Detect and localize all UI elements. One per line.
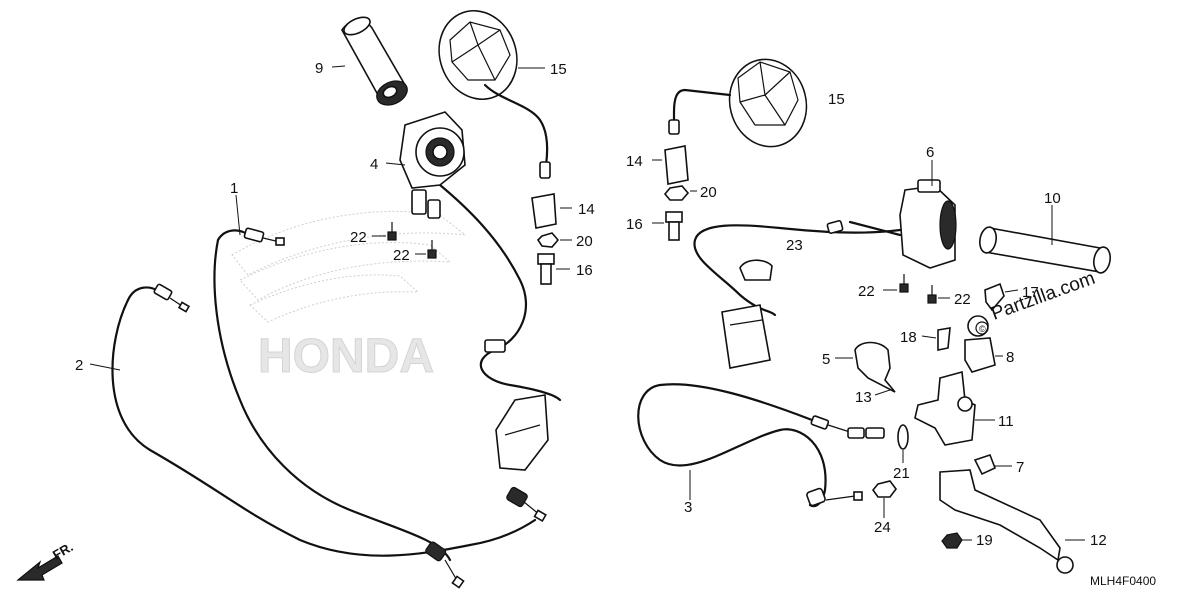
callout-16-left: 16 [576, 262, 593, 279]
callout-20-right: 20 [700, 184, 717, 201]
callout-23: 23 [786, 237, 803, 254]
lever-assembly [854, 282, 1074, 574]
callout-labels: 9 15 4 1 2 14 20 16 22 22 15 14 20 16 6 … [75, 60, 1107, 549]
part-15-right-mirror [668, 58, 808, 148]
callout-7: 7 [1016, 459, 1024, 476]
left-small-parts [531, 193, 560, 285]
callout-19: 19 [976, 532, 993, 549]
callout-21: 21 [893, 465, 910, 482]
callout-3: 3 [684, 499, 692, 516]
svg-text:©: © [979, 324, 986, 334]
callout-12: 12 [1090, 532, 1107, 549]
callout-10: 10 [1044, 190, 1061, 207]
callout-22-b: 22 [393, 247, 410, 264]
part-15-left-mirror [438, 9, 551, 179]
drawing-code: MLH4F0400 [1090, 574, 1156, 588]
left-bolts [387, 222, 437, 259]
callout-4: 4 [370, 156, 378, 173]
callout-6: 6 [926, 144, 934, 161]
part-1-cable [213, 227, 465, 589]
front-direction-arrow: FR. [16, 539, 76, 581]
part-3-cable [637, 383, 885, 508]
callout-11: 11 [998, 413, 1014, 430]
callout-2: 2 [75, 357, 83, 374]
callout-20-left: 20 [576, 233, 593, 250]
callout-22-c: 22 [858, 283, 875, 300]
leader-lines [89, 65, 1085, 541]
callout-16-right: 16 [626, 216, 643, 233]
callout-14-right: 14 [626, 153, 643, 170]
callout-18: 18 [900, 329, 917, 346]
honda-logo-text: HONDA [258, 330, 434, 383]
part-2-cable [111, 283, 547, 557]
callout-13: 13 [855, 389, 872, 406]
honda-wing-watermark: HONDA [231, 210, 467, 384]
partzilla-site-text: Partzilla.com [989, 268, 1098, 325]
part-4-left-switch [399, 111, 466, 219]
callout-14-left: 14 [578, 201, 595, 218]
callout-22-d: 22 [954, 291, 971, 308]
callout-1: 1 [230, 180, 238, 197]
right-small-parts [663, 145, 690, 241]
left-switch-harness [438, 183, 562, 471]
part-6-right-switch [693, 179, 957, 369]
callout-24: 24 [874, 519, 891, 536]
callout-5: 5 [822, 351, 830, 368]
callout-15-right: 15 [828, 91, 845, 108]
callout-17: 17 [1022, 284, 1039, 301]
callout-15-left: 15 [550, 61, 567, 78]
callout-9: 9 [315, 60, 323, 77]
callout-8: 8 [1006, 349, 1014, 366]
right-bolts [899, 274, 937, 304]
part-9-grip [341, 16, 408, 106]
part-10-grip [979, 226, 1111, 274]
callout-22-a: 22 [350, 229, 367, 246]
